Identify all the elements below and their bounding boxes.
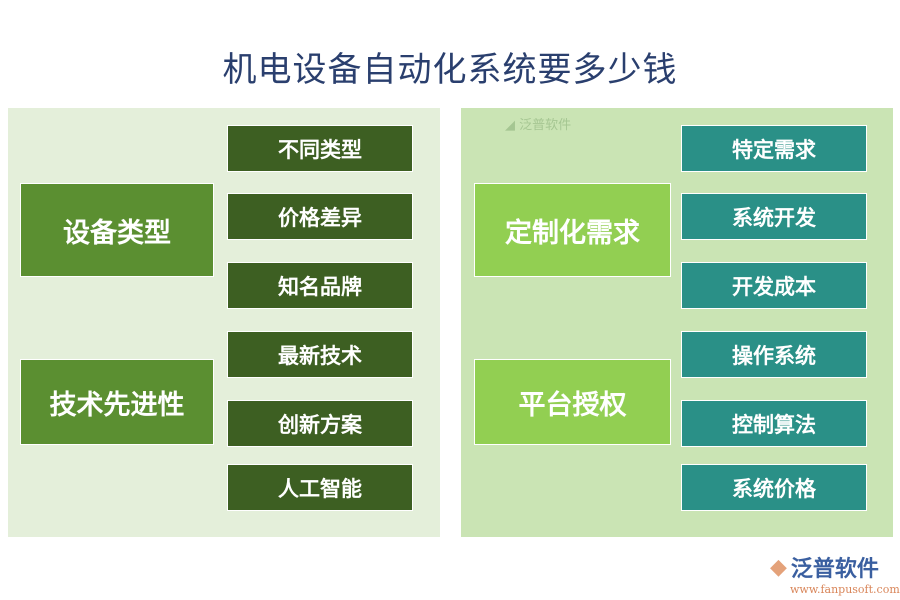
item: 控制算法 — [681, 400, 867, 447]
item: 系统价格 — [681, 464, 867, 511]
watermark-logo: ◢ 泛普软件 — [505, 114, 571, 133]
item: 特定需求 — [681, 125, 867, 172]
item: 最新技术 — [227, 331, 413, 378]
logo-icon: ◆ — [770, 554, 787, 580]
item: 创新方案 — [227, 400, 413, 447]
category-license: 平台授权 — [474, 359, 671, 445]
logo-url: www.fanpusoft.com — [790, 583, 900, 596]
item: 不同类型 — [227, 125, 413, 172]
category-device-type: 设备类型 — [20, 183, 214, 277]
logo-icon: ◢ — [505, 118, 515, 133]
item: 开发成本 — [681, 262, 867, 309]
item: 价格差异 — [227, 193, 413, 240]
logo-name: 泛普软件 — [790, 557, 879, 582]
category-custom: 定制化需求 — [474, 183, 671, 277]
category-tech: 技术先进性 — [20, 359, 214, 445]
watermark-text: 泛普软件 — [519, 118, 572, 133]
item: 人工智能 — [227, 464, 413, 511]
brand-logo: ◆泛普软件 www.fanpusoft.com — [770, 551, 900, 597]
item: 系统开发 — [681, 193, 867, 240]
item: 操作系统 — [681, 331, 867, 378]
page-title: 机电设备自动化系统要多少钱 — [222, 50, 678, 90]
item: 知名品牌 — [227, 262, 413, 309]
